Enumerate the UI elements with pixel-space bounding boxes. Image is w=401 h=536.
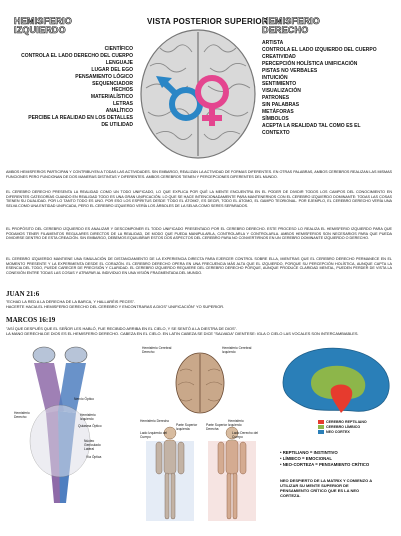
- bullet-item: • LÍMBICO = EMOCIONAL: [280, 456, 332, 461]
- right-trait: SENTIMIENTO: [262, 81, 297, 88]
- verse-text-1: "ECHAD LA RED A LA DERECHA DE LA BARCA, …: [6, 299, 136, 304]
- left-trait: LUGAR DEL EGO: [91, 66, 133, 73]
- label-left-hemisphere: Hemisferio Izquierdo: [80, 413, 96, 421]
- paragraph-2: EL CEREBRO DERECHO PRESENTA LA REALIDAD …: [6, 190, 392, 208]
- left-trait: HECHOS: [111, 87, 133, 94]
- left-trait: ANALÍTICO: [105, 108, 133, 115]
- label-lateral-geniculate: Núcleo Geniculado Lateral: [84, 439, 101, 451]
- left-trait: CONTROLA EL LADO DERECHO DEL CUERPO: [21, 52, 133, 59]
- triune-legend: CEREBRO REPTILIANO CEREBRO LÍMBICO NEO C…: [318, 420, 367, 435]
- left-trait: SEQUENCIADOR: [92, 80, 133, 87]
- left-trait: MATERIALÍSTICO: [90, 94, 133, 101]
- label-upper-right: Parte Superior Derecha: [206, 423, 228, 431]
- right-hemisphere-traits: ARTISTA CONTROLA EL LADO IZQUIERDO DEL C…: [262, 40, 377, 137]
- brain-illustration: [140, 29, 256, 159]
- right-trait: ARTISTA: [262, 40, 284, 46]
- right-trait: CONTROLA EL LADO IZQUIERDO DEL CUERPO: [262, 46, 377, 53]
- right-trait: CONTEXTO: [262, 129, 290, 136]
- closing-note: NEO DESPIERTO DE LA MATRIX Y COMIENZO A …: [280, 478, 373, 498]
- right-trait: PISTAS NO VERBALES: [262, 67, 318, 74]
- label-upper-left: Parte Superior Izquierda: [176, 423, 198, 431]
- verse-text-2: "ASÍ QUE DESPUÉS QUE EL SEÑOR LES HABLÓ,…: [6, 326, 238, 331]
- left-hemisphere-traits: CIENTÍFICO CONTROLA EL LADO DERECHO DEL …: [21, 46, 133, 129]
- optic-pathway-diagram: [29, 346, 91, 503]
- right-hemisphere-title: HEMISFERIO DERECHO: [262, 16, 321, 35]
- paragraph-4: EL CEREBRO IZQUIERDO MANTIENE UNA SIMULA…: [6, 257, 392, 275]
- label-optic-nerve: Nervio Óptico: [74, 397, 94, 401]
- legend-item: CEREBRO LÍMBICO: [318, 425, 367, 430]
- label-brain-right: Hemisferio Cerebral Derecho: [142, 346, 172, 354]
- label-optic-chiasm: Quiasma Óptico: [78, 424, 102, 428]
- right-trait: ACEPTA LA REALIDAD TAL COMO ES EL: [262, 122, 361, 129]
- triune-brain-diagram: [282, 347, 390, 413]
- right-trait: PERCEPCIÓN HOLÍSTICA UNIFICACIÓN: [262, 60, 358, 67]
- legend-item: NEO CORTEX: [318, 430, 367, 435]
- label-left-body: Lado Izquierdo del Cuerpo: [140, 431, 168, 439]
- label-right-hemisphere: Hemisferio Derecho: [14, 411, 30, 419]
- verse-ref-2: MARCOS 16:19: [6, 316, 56, 324]
- verse-note-1: HACERTE HACIA EL HEMISFERIO DERECHO DEL …: [6, 304, 225, 309]
- label-left-hem: Hemisferio Izquierdo: [228, 419, 244, 427]
- body-control-diagram: [146, 352, 256, 521]
- right-trait: METÁFORAS: [262, 109, 294, 116]
- left-trait: DE UTILIDAD: [101, 121, 133, 128]
- paragraph-3: EL PROPÓSITO DEL CEREBRO IZQUIERDO ES AN…: [6, 227, 392, 241]
- right-trait: INTUICIÓN: [262, 74, 288, 81]
- female-symbol-icon: [195, 75, 229, 126]
- right-trait: SIN PALABRAS: [262, 102, 300, 109]
- left-hemisphere-title: HEMISFERIO IZQUIERDO: [14, 16, 73, 35]
- left-trait: PERCIBE LA REALIDAD EN LOS DETALLES: [28, 115, 133, 122]
- left-trait: CIENTÍFICO: [104, 46, 133, 52]
- paragraph-1: AMBOS HEMISFERIOS PARTICIPAN Y CONTRIBUY…: [6, 170, 392, 179]
- legend-swatch-icon: [318, 420, 324, 425]
- right-trait: CREATIVIDAD: [262, 53, 296, 60]
- verse-note-2: LA MANO DERECHA DE DIOS ES EL HEMISFERIO…: [6, 331, 359, 336]
- label-right-body: Lado Derecho del Cuerpo: [232, 431, 259, 439]
- human-figures: [155, 426, 247, 520]
- left-trait: LENGUAJE: [105, 59, 133, 66]
- bullet-item: • NEO-CORTEZA = PENSAMIENTO CRÍTICO: [280, 462, 370, 467]
- legend-item: CEREBRO REPTILIANO: [318, 420, 367, 425]
- legend-swatch-icon: [318, 425, 324, 430]
- brain-functions-list: • REPTILIANO = INSTINTIVO • LÍMBICO = EM…: [280, 450, 369, 468]
- center-title: VISTA POSTERIOR SUPERIOR: [147, 17, 268, 26]
- verse-ref-1: JUAN 21:6: [6, 290, 40, 298]
- label-optic-path: Vía Óptica: [86, 455, 102, 459]
- legend-swatch-icon: [318, 430, 324, 435]
- left-trait: PENSAMIENTO LÓGICO: [75, 73, 133, 80]
- bullet-item: • REPTILIANO = INSTINTIVO: [280, 450, 338, 455]
- left-trait: LETRAS: [113, 101, 133, 108]
- right-trait: PATRONES: [262, 95, 290, 102]
- label-right-hem: Hemisferio Derecho: [140, 419, 170, 423]
- right-trait: SÍMBOLOS: [262, 115, 289, 122]
- label-brain-left: Hemisferio Cerebral Izquierdo: [222, 346, 252, 354]
- right-trait: VISUALIZACIÓN: [262, 88, 301, 95]
